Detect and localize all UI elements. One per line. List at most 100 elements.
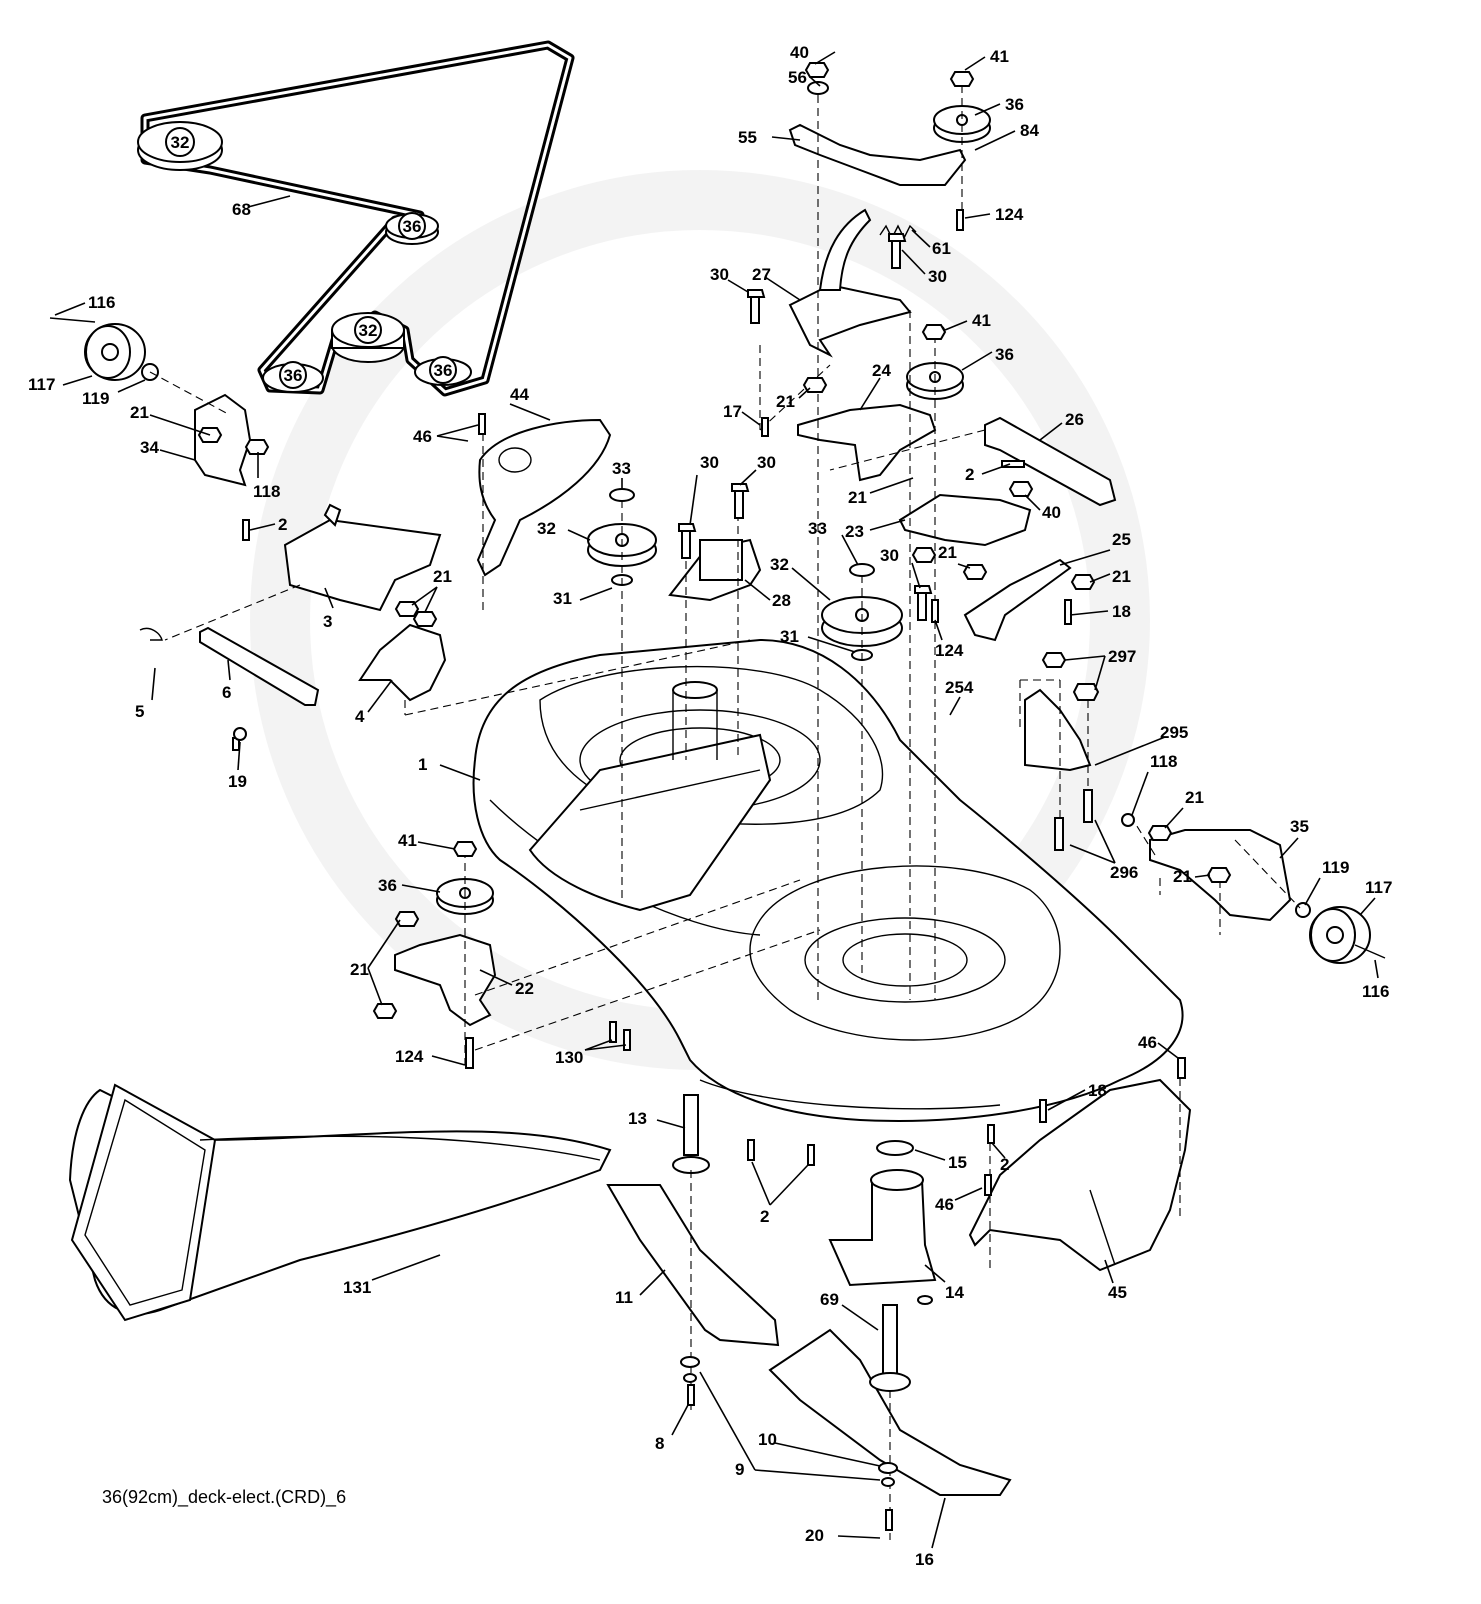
pulley-label: 32 <box>171 133 190 152</box>
link-6 <box>199 626 320 706</box>
label-21: 21 <box>1112 567 1131 586</box>
label-5: 5 <box>135 702 144 721</box>
label-30: 30 <box>700 453 719 472</box>
discharge-chute <box>68 1083 612 1322</box>
label-6: 6 <box>222 683 231 702</box>
label-36: 36 <box>995 345 1014 364</box>
pulley-label: 36 <box>284 366 303 385</box>
label-13: 13 <box>628 1109 647 1128</box>
belt-pulley-36-right: 36 <box>414 356 472 386</box>
label-15: 15 <box>948 1153 967 1172</box>
label-295: 295 <box>1160 723 1188 742</box>
label-119: 119 <box>82 389 109 408</box>
label-31: 31 <box>780 627 799 646</box>
label-21: 21 <box>1173 867 1192 886</box>
label-41: 41 <box>972 311 991 330</box>
label-34: 34 <box>140 438 159 457</box>
spindle-shaft-69 <box>869 1304 911 1392</box>
bracket-4 <box>358 623 447 702</box>
label-2: 2 <box>278 515 287 534</box>
label-8: 8 <box>655 1434 664 1453</box>
arm-25 <box>963 558 1072 642</box>
label-23: 23 <box>845 522 864 541</box>
label-24: 24 <box>872 361 891 380</box>
label-116: 116 <box>1362 982 1389 1001</box>
label-1: 1 <box>418 755 427 774</box>
label-45: 45 <box>1108 1283 1127 1302</box>
bracket-24 <box>797 403 937 482</box>
label-124: 124 <box>935 641 964 660</box>
belt-pulley-36-left: 36 <box>262 361 324 393</box>
label-61: 61 <box>932 239 951 258</box>
hitch-pin-5 <box>139 627 163 641</box>
label-30: 30 <box>710 265 729 284</box>
label-21: 21 <box>776 392 795 411</box>
label-28: 28 <box>772 591 791 610</box>
label-14: 14 <box>945 1283 964 1302</box>
label-17: 17 <box>723 402 742 421</box>
label-9: 9 <box>735 1460 744 1479</box>
label-31: 31 <box>553 589 572 608</box>
label-2: 2 <box>760 1207 769 1226</box>
label-22: 22 <box>515 979 534 998</box>
gauge-wheel-bracket-34 <box>194 393 252 487</box>
label-46: 46 <box>1138 1033 1157 1052</box>
spring-61 <box>879 224 917 240</box>
label-26: 26 <box>1065 410 1084 429</box>
belt-pulley-32-top: 32 <box>137 121 223 171</box>
callout-labels: 68 116 117 119 21 34 118 2 46 44 3 21 5 … <box>28 43 1392 1569</box>
label-117: 117 <box>1365 878 1392 897</box>
label-131: 131 <box>343 1278 371 1297</box>
pulley-label: 36 <box>434 361 453 380</box>
label-30: 30 <box>880 546 899 565</box>
label-84: 84 <box>1020 121 1039 140</box>
diagram-caption: 36(92cm)_deck-elect.(CRD)_6 <box>102 1487 346 1508</box>
label-21: 21 <box>130 403 149 422</box>
gauge-wheel-right-117 <box>1295 902 1386 964</box>
label-2: 2 <box>965 465 974 484</box>
bracket-3 <box>283 503 442 612</box>
label-30: 30 <box>757 453 776 472</box>
baffle-295 <box>1024 688 1092 772</box>
label-118: 118 <box>253 482 280 501</box>
label-18: 18 <box>1088 1081 1107 1100</box>
label-40: 40 <box>790 43 809 62</box>
bracket-26 <box>984 416 1117 507</box>
label-16: 16 <box>915 1550 934 1569</box>
label-18: 18 <box>1112 602 1131 621</box>
label-25: 25 <box>1112 530 1131 549</box>
label-124: 124 <box>995 205 1024 224</box>
label-46: 46 <box>935 1195 954 1214</box>
mower-deck-housing <box>472 638 1184 1122</box>
bracket-27 <box>788 208 912 358</box>
label-40: 40 <box>1042 503 1061 522</box>
label-124: 124 <box>395 1047 424 1066</box>
bracket-23 <box>898 493 1032 547</box>
label-21: 21 <box>1185 788 1204 807</box>
label-30: 30 <box>928 267 947 286</box>
pulley-label: 32 <box>359 321 378 340</box>
label-2: 2 <box>1000 1155 1009 1174</box>
gauge-wheel-left-117 <box>49 317 159 381</box>
label-55: 55 <box>738 128 757 147</box>
belt-pulley-32-center: 32 <box>331 312 405 363</box>
label-35: 35 <box>1290 817 1309 836</box>
label-254: 254 <box>945 678 974 697</box>
label-68: 68 <box>232 200 251 219</box>
belt-pulley-36-upper: 36 <box>385 212 439 245</box>
label-130: 130 <box>555 1048 583 1067</box>
label-116: 116 <box>88 293 115 312</box>
label-41: 41 <box>990 47 1009 66</box>
idler-arm-55 <box>788 62 967 186</box>
label-36: 36 <box>378 876 397 895</box>
blade-right <box>768 1328 1012 1496</box>
label-19: 19 <box>228 772 247 791</box>
label-10: 10 <box>758 1430 777 1449</box>
bracket-22 <box>394 933 497 1027</box>
label-11: 11 <box>615 1288 633 1307</box>
label-4: 4 <box>355 707 365 726</box>
label-296: 296 <box>1110 863 1138 882</box>
label-3: 3 <box>323 612 332 631</box>
label-20: 20 <box>805 1526 824 1545</box>
label-56: 56 <box>788 68 807 87</box>
